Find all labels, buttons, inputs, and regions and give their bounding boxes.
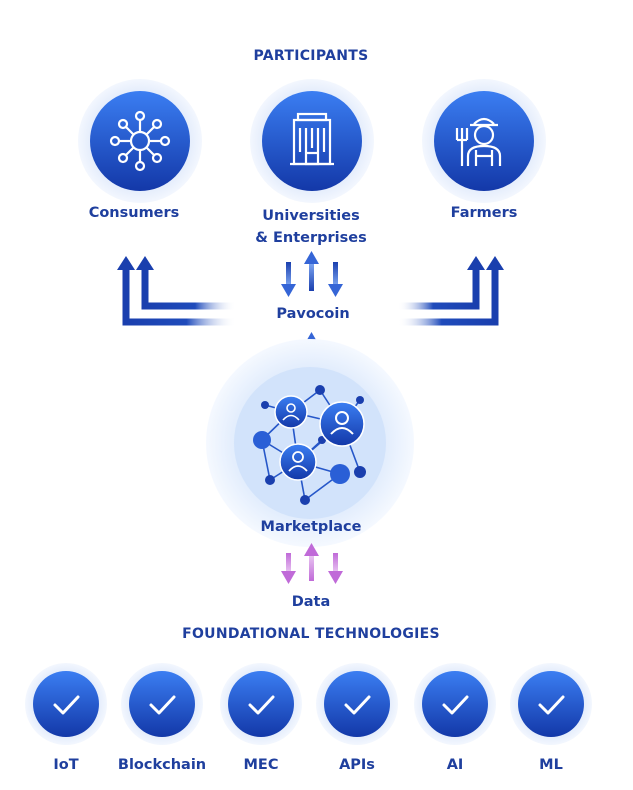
participants-heading: PARTICIPANTS bbox=[253, 48, 369, 64]
tech-label-mec: MEC bbox=[243, 757, 279, 773]
marketplace-label: Marketplace bbox=[260, 519, 362, 535]
farmers-badge bbox=[422, 79, 546, 203]
participant-label-farmers: Farmers bbox=[450, 205, 518, 221]
ai-badge bbox=[414, 663, 496, 745]
pavocoin-label: Pavocoin bbox=[276, 306, 350, 322]
tech-label-blockchain: Blockchain bbox=[117, 757, 207, 773]
iot-badge bbox=[25, 663, 107, 745]
tech-label-iot: IoT bbox=[53, 757, 79, 773]
consumers-badge bbox=[78, 79, 202, 203]
building-icon bbox=[290, 112, 334, 166]
universities-pavocoin-arrows bbox=[281, 251, 343, 297]
ml-badge bbox=[510, 663, 592, 745]
farmers-flow-arrows bbox=[398, 256, 504, 326]
checkmark-icon bbox=[53, 695, 80, 715]
foundational-heading: FOUNDATIONAL TECHNOLOGIES bbox=[182, 626, 440, 642]
checkmark-icon bbox=[149, 695, 176, 715]
tech-label-ai: AI bbox=[446, 757, 464, 773]
network-hub-icon bbox=[109, 110, 171, 172]
technology-badges bbox=[25, 663, 592, 745]
universities-badge bbox=[250, 79, 374, 203]
checkmark-icon bbox=[248, 695, 275, 715]
farmer-icon bbox=[455, 117, 502, 166]
mec-badge bbox=[220, 663, 302, 745]
checkmark-icon bbox=[538, 695, 565, 715]
participant-label-consumers: Consumers bbox=[88, 205, 180, 221]
participant-label-universities: Universities & Enterprises bbox=[255, 208, 367, 246]
data-label: Data bbox=[291, 594, 331, 610]
data-flow-arrows bbox=[281, 543, 343, 584]
tech-label-ml: ML bbox=[539, 757, 563, 773]
consumers-flow-arrows bbox=[117, 256, 236, 326]
people-network-icon bbox=[253, 385, 366, 505]
marketplace-badge bbox=[206, 339, 414, 547]
tech-label-apis: APIs bbox=[339, 757, 375, 773]
checkmark-icon bbox=[442, 695, 469, 715]
blockchain-badge bbox=[121, 663, 203, 745]
checkmark-icon bbox=[344, 695, 371, 715]
apis-badge bbox=[316, 663, 398, 745]
